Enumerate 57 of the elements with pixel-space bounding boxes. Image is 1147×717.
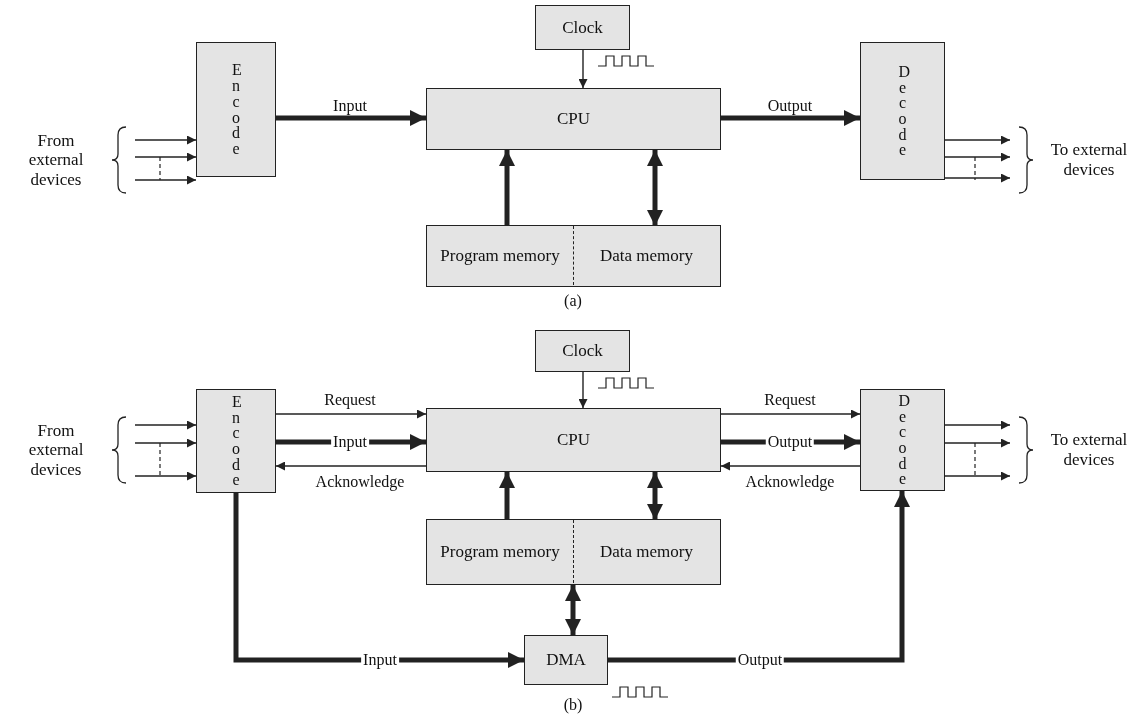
arrow — [578, 49, 588, 89]
bus-arrow — [608, 491, 910, 663]
device-label: To external devices — [1049, 140, 1129, 180]
edge-label: Acknowledge — [743, 473, 837, 491]
arrow — [720, 461, 861, 471]
device-label: From external devices — [27, 420, 85, 480]
edge-label: Acknowledge — [313, 473, 407, 491]
memory-section: Program memory — [427, 520, 574, 583]
bus-arrow — [721, 110, 860, 126]
arrow — [944, 471, 1011, 481]
memory-section: Data memory — [574, 520, 719, 583]
arrow — [134, 420, 197, 430]
device-label: From external devices — [27, 130, 85, 190]
edge-label: Input — [331, 433, 369, 451]
arrow — [275, 409, 427, 419]
bus-arrow — [499, 150, 515, 226]
arrow — [578, 371, 588, 409]
edge-label: Input — [331, 97, 369, 115]
panel-label: (a) — [564, 292, 582, 310]
memory-section: Program memory — [427, 226, 574, 285]
edge-label: Request — [762, 391, 818, 409]
memory-section: Data memory — [574, 226, 719, 285]
arrow — [720, 409, 861, 419]
arrow — [944, 438, 1011, 448]
block-box: Decode — [860, 42, 945, 180]
block-box: CPU — [426, 88, 721, 150]
arrow — [944, 152, 1011, 162]
edge-label: Output — [765, 433, 815, 451]
arrow — [134, 438, 197, 448]
bus-arrow — [647, 150, 663, 226]
edge-label: Output — [735, 651, 785, 669]
block-box: Clock — [535, 330, 630, 372]
block-box: Clock — [535, 5, 630, 50]
block-box: CPU — [426, 408, 721, 472]
arrow — [134, 135, 197, 145]
bus-arrow — [647, 472, 663, 520]
arrow — [944, 135, 1011, 145]
memory-box — [426, 225, 721, 287]
arrow — [134, 152, 197, 162]
arrow — [134, 175, 197, 185]
bus-arrow — [565, 585, 581, 635]
arrow — [134, 471, 197, 481]
memory-box — [426, 519, 721, 585]
edge-label: Input — [361, 651, 399, 669]
device-label: To external devices — [1049, 430, 1129, 470]
edge-label: Request — [322, 391, 378, 409]
block-box: Encode — [196, 42, 276, 177]
bus-arrow — [233, 493, 524, 668]
block-box: Encode — [196, 389, 276, 493]
bus-arrow — [276, 110, 426, 126]
arrow — [275, 461, 427, 471]
block-box: DMA — [524, 635, 608, 685]
block-box: Decode — [860, 389, 945, 491]
arrow — [944, 420, 1011, 430]
bus-arrow — [499, 472, 515, 520]
edge-label: Output — [765, 97, 815, 115]
arrow — [944, 173, 1011, 183]
